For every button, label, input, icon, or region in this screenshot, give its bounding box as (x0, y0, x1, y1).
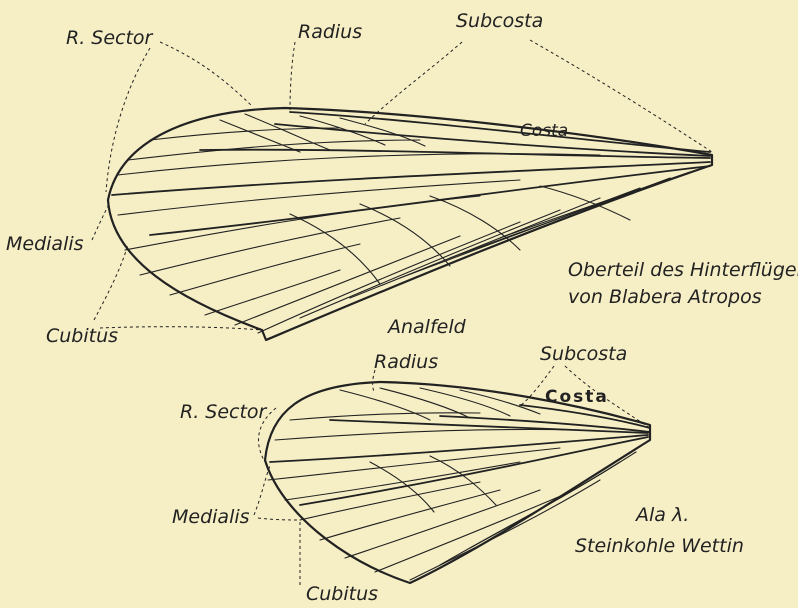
upper-label-radius: Radius (298, 21, 362, 43)
upper-cubitus-vein (150, 166, 710, 235)
lower-label-r-sector: R. Sector (180, 401, 268, 423)
lower-label-medialis: Medialis (172, 506, 250, 528)
upper-caption-line2: von Blabera Atropos (568, 286, 762, 308)
lower-label-radius: Radius (374, 351, 438, 373)
lower-label-subcosta: Subcosta (540, 343, 627, 365)
upper-label-subcosta: Subcosta (456, 10, 543, 32)
lower-label-cubitus: Cubitus (306, 583, 378, 605)
upper-label-r-sector: R. Sector (66, 27, 154, 49)
upper-label-medialis: Medialis (6, 233, 84, 255)
lower-wing: R. Sector Radius Subcosta Costa Medialis… (172, 343, 744, 605)
upper-label-cubitus: Cubitus (46, 325, 118, 347)
upper-label-analfeld: Analfeld (386, 316, 467, 338)
lower-caption-line2: Steinkohle Wettin (575, 535, 744, 557)
upper-wing: R. Sector Radius Subcosta Costa Medialis… (6, 10, 798, 347)
upper-label-costa: Costa (520, 121, 568, 141)
upper-caption-line1: Oberteil des Hinterflügels (568, 259, 798, 281)
lower-caption-line1: Ala λ. (634, 504, 689, 526)
lower-label-costa: Costa (545, 387, 609, 407)
